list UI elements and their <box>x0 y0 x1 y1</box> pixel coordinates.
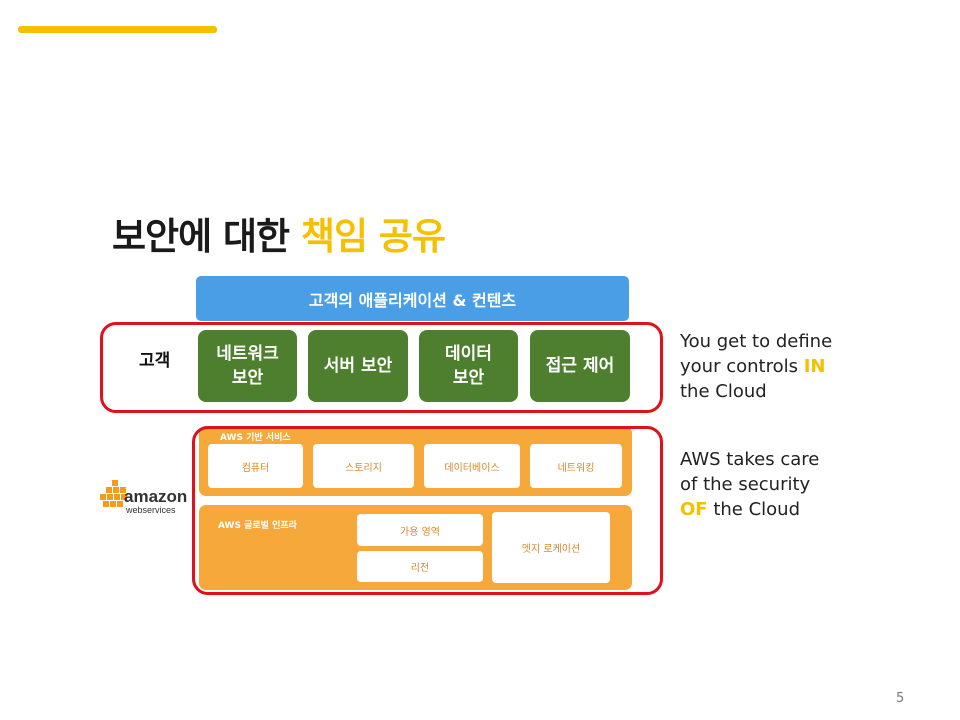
title-text: 보안에 대한 <box>112 215 301 258</box>
access-control-box: 접근 제어 <box>530 330 630 402</box>
aws-infra-label: AWS 글로벌 인프라 <box>218 521 297 531</box>
side-highlight: OF <box>680 499 708 520</box>
side-line: your controls <box>680 356 804 377</box>
customer-responsibility-text: You get to define your controls IN the C… <box>680 329 832 404</box>
logo-brand: amazon <box>124 487 187 506</box>
accent-bar <box>18 26 217 33</box>
control-line: 보안 <box>231 368 264 388</box>
side-line: of the security <box>680 474 811 495</box>
side-line: AWS takes care <box>680 449 820 470</box>
control-line: 데이터 <box>445 344 492 364</box>
availability-zone-box: 가용 영역 <box>357 514 483 546</box>
aws-logo: amazon webservices <box>100 480 187 515</box>
app-content-label: 고객의 애플리케이션 & 컨텐츠 <box>308 290 517 310</box>
edge-location-box: 엣지 로케이션 <box>492 512 610 583</box>
slide-title: 보안에 대한 책임 공유 <box>112 206 446 260</box>
side-line: the Cloud <box>680 381 767 402</box>
control-line: 서버 보안 <box>323 356 393 376</box>
page-number: 5 <box>896 691 905 706</box>
server-security-box: 서버 보안 <box>308 330 408 402</box>
aws-foundation-label: AWS 기반 서비스 <box>220 433 291 443</box>
region-box: 리전 <box>357 551 483 582</box>
aws-responsibility-text: AWS takes care of the security OF the Cl… <box>680 447 819 522</box>
control-line: 접근 제어 <box>545 356 615 376</box>
service-networking: 네트워킹 <box>530 444 622 488</box>
service-database: 데이터베이스 <box>424 444 520 488</box>
customer-responsibility-frame <box>100 322 663 413</box>
aws-logo-cubes-icon <box>100 480 127 507</box>
title-highlight: 책임 공유 <box>300 215 446 258</box>
side-highlight: IN <box>803 356 826 377</box>
app-content-layer: 고객의 애플리케이션 & 컨텐츠 <box>196 276 629 321</box>
service-compute: 컴퓨터 <box>208 444 303 488</box>
aws-responsibility-frame <box>192 426 663 595</box>
side-line: You get to define <box>680 331 833 352</box>
customer-label: 고객 <box>139 351 171 371</box>
control-line: 네트워크 <box>216 344 279 364</box>
side-line: the Cloud <box>707 499 801 520</box>
service-storage: 스토리지 <box>313 444 414 488</box>
control-line: 보안 <box>452 368 485 388</box>
logo-sub: webservices <box>125 505 176 515</box>
